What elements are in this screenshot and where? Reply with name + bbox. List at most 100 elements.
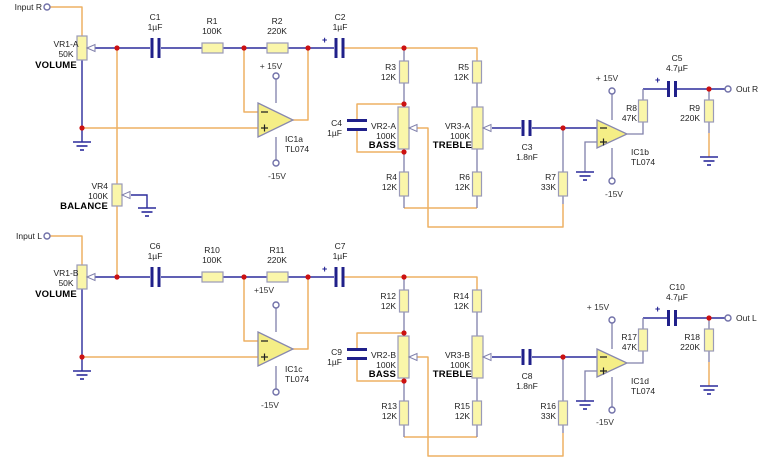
vr1a-ref: VR1-A xyxy=(53,39,79,49)
ic1d-vplus: + 15V xyxy=(586,302,610,312)
ic1a-vminus: -15V xyxy=(268,171,286,181)
vr1a-function: VOLUME xyxy=(35,60,77,71)
capacitor-c4 xyxy=(347,119,367,131)
r3-value: 12K xyxy=(380,72,396,82)
c10-value: 4.7µF xyxy=(666,292,688,302)
c2-polarity: + xyxy=(322,35,328,45)
junction-dots xyxy=(79,45,712,384)
resistor-r16 xyxy=(557,400,569,426)
r12-ref: R12 xyxy=(380,291,396,301)
ic1d-part: TL074 xyxy=(631,386,656,396)
vr1a-value: 50K xyxy=(58,49,74,59)
supply-pin xyxy=(272,159,280,167)
ic1b-vplus: + 15V xyxy=(595,73,619,83)
input-l-terminal xyxy=(43,232,51,240)
vr3b-value: 100K xyxy=(450,360,470,370)
wiper-arrow-icon xyxy=(85,43,96,53)
resistor-r8 xyxy=(637,99,649,123)
c6-value: 1µF xyxy=(147,251,163,261)
resistor-r17 xyxy=(637,328,649,352)
opamp-input-signs xyxy=(600,127,607,146)
c1-value: 1µF xyxy=(147,22,163,32)
vr2a-ref: VR2-A xyxy=(370,121,396,131)
c6-ref: C6 xyxy=(149,241,161,251)
resistor-r9 xyxy=(703,99,715,123)
c9-ref: C9 xyxy=(331,347,342,357)
capacitor-c6 xyxy=(150,267,161,287)
c7-ref: C7 xyxy=(334,241,346,251)
vr3b-function: TREBLE xyxy=(432,369,472,380)
r9-value: 220K xyxy=(680,113,700,123)
c3-value: 1.8nF xyxy=(516,152,538,162)
potentiometer-vr3b xyxy=(471,335,492,379)
potentiometer-vr1a xyxy=(76,35,96,61)
resistor-r11 xyxy=(266,271,289,283)
wiper-arrow-icon xyxy=(407,123,418,133)
ground-icon xyxy=(576,171,594,181)
ground-icon xyxy=(700,385,718,395)
wiper-arrow-icon xyxy=(85,272,96,282)
vr2a-value: 100K xyxy=(376,131,396,141)
capacitor-c8 xyxy=(521,349,532,365)
supply-pin xyxy=(272,301,280,309)
supply-pin xyxy=(608,316,616,324)
terminal-circles xyxy=(43,3,732,414)
ic1a-vplus: + 15V xyxy=(259,61,283,71)
capacitor-c10 xyxy=(667,310,677,326)
r13-value: 12K xyxy=(381,411,397,421)
r8-ref: R8 xyxy=(626,103,637,113)
ic1c-ref: IC1c xyxy=(285,364,303,374)
supply-pin xyxy=(272,388,280,396)
ic1d-vminus: -15V xyxy=(596,417,614,427)
capacitor-c9 xyxy=(347,348,367,360)
ground-icon xyxy=(138,207,156,217)
resistor-r18 xyxy=(703,328,715,352)
capacitor-c5 xyxy=(667,81,677,97)
input-r-label: Input R xyxy=(14,2,42,12)
resistor-r5 xyxy=(471,60,483,84)
r6-ref: R6 xyxy=(459,172,470,182)
vr2b-ref: VR2-B xyxy=(370,350,396,360)
potentiometers xyxy=(76,35,492,379)
r14-ref: R14 xyxy=(453,291,469,301)
r8-value: 47K xyxy=(621,113,637,123)
vr3a-ref: VR3-A xyxy=(444,121,470,131)
r15-value: 12K xyxy=(454,411,470,421)
input-l-label: Input L xyxy=(16,231,42,241)
capacitors xyxy=(150,38,677,365)
resistor-r10 xyxy=(201,271,224,283)
vr2b-value: 100K xyxy=(376,360,396,370)
resistor-r15 xyxy=(471,400,483,426)
capacitor-c3 xyxy=(521,120,532,136)
c9-value: 1µF xyxy=(327,357,342,367)
resistor-r7 xyxy=(557,171,569,197)
wiper-arrow-icon xyxy=(407,352,418,362)
opamp-input-signs xyxy=(600,356,607,375)
resistor-r4 xyxy=(398,171,410,197)
r17-value: 47K xyxy=(621,342,637,352)
ic1b-part: TL074 xyxy=(631,157,656,167)
out-r-label: Out R xyxy=(736,84,759,94)
resistor-r13 xyxy=(398,400,410,426)
ic1b-ref: IC1b xyxy=(631,147,649,157)
resistor-r14 xyxy=(471,289,483,313)
r18-value: 220K xyxy=(680,342,700,352)
c5-ref: C5 xyxy=(671,53,683,63)
c5-value: 4.7µF xyxy=(666,63,688,73)
r4-value: 12K xyxy=(381,182,397,192)
r10-ref: R10 xyxy=(204,245,220,255)
opamps xyxy=(257,101,629,379)
vr2b-function: BASS xyxy=(368,369,396,380)
supply-pin xyxy=(608,406,616,414)
opamp-input-signs xyxy=(261,340,268,361)
ground-icon xyxy=(700,156,718,166)
r2-ref: R2 xyxy=(271,16,283,26)
c8-value: 1.8nF xyxy=(516,381,538,391)
r14-value: 12K xyxy=(453,301,469,311)
ic1a-ref: IC1a xyxy=(285,134,303,144)
ic1c-vminus: -15V xyxy=(261,400,279,410)
potentiometer-vr4 xyxy=(111,183,131,207)
resistor-r12 xyxy=(398,289,410,313)
opamp-ic1b xyxy=(596,118,629,150)
vr1b-ref: VR1-B xyxy=(53,268,79,278)
